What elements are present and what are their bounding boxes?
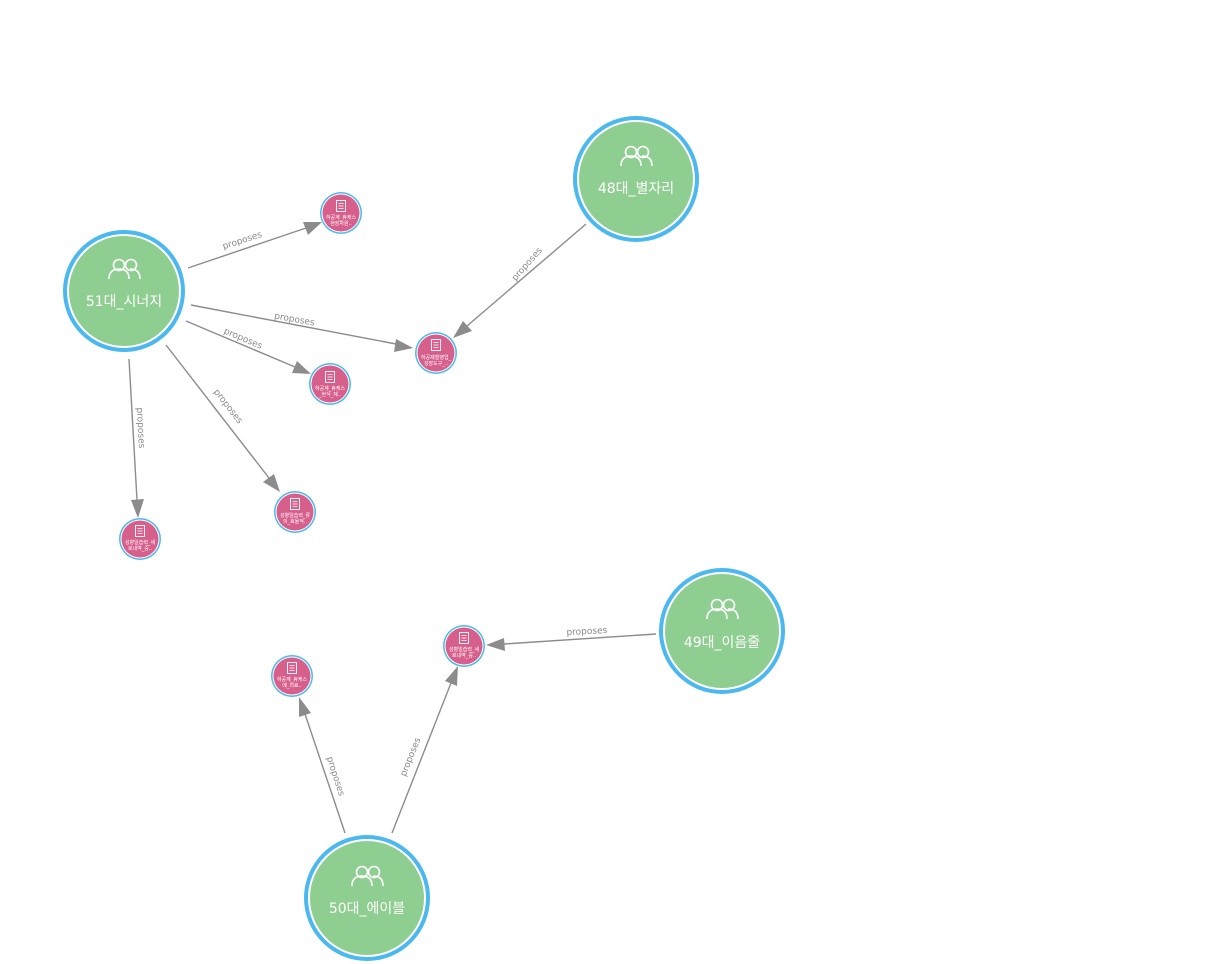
edge-g48-d2: proposes	[453, 223, 587, 338]
group-node-48[interactable]: 48대_별자리	[573, 116, 699, 242]
doc-label-line1: 성향일습력_류	[280, 512, 311, 519]
edge-g49-d6: proposes	[486, 626, 657, 651]
doc-node-3[interactable]: 하공계_휴케스 _현식_제..	[309, 363, 351, 405]
edge-label: proposes	[399, 736, 424, 778]
doc-node-1[interactable]: 하공계_휴케스 현장자원..	[320, 192, 362, 234]
doc-node-6[interactable]: 성향일습력_새 로내역_중..	[443, 625, 485, 667]
group-label: 49대_이음줄	[684, 635, 760, 651]
doc-label-line2: 로내역_중..	[128, 545, 152, 552]
doc-label-line1: 하공계_휴케스	[315, 385, 346, 392]
edge-line	[128, 358, 138, 501]
node-body	[276, 493, 314, 531]
doc-label-line1: 성향일습력_새	[125, 539, 156, 546]
edge-g51-d1: proposes	[187, 222, 322, 269]
node-body	[445, 627, 483, 665]
arrowhead	[131, 499, 144, 518]
arrowhead	[299, 697, 311, 717]
edge-line	[503, 633, 657, 645]
edge-line	[190, 304, 397, 345]
arrowhead	[263, 474, 280, 492]
edge-line	[187, 227, 307, 269]
group-label: 50대_에이블	[329, 901, 405, 917]
edge-g51-d3: proposes	[185, 320, 311, 374]
edge-line	[391, 682, 452, 834]
edge-label: proposes	[211, 388, 244, 427]
edge-label: proposes	[273, 312, 315, 329]
arrowhead	[445, 666, 458, 686]
doc-label-line1: 하공제철영업_	[421, 354, 452, 361]
node-body	[273, 657, 311, 695]
node-body	[417, 334, 455, 372]
group-node-49[interactable]: 49대_이음줄	[659, 568, 785, 694]
group-label: 51대_시너지	[86, 294, 162, 310]
doc-node-7[interactable]: 하공계_휴케스 에_의료..	[271, 655, 313, 697]
doc-label-line1: 하공계_휴케스	[277, 676, 308, 683]
node-body	[311, 365, 349, 403]
doc-label-line1: 하공계_휴케스	[326, 214, 357, 221]
arrowhead	[486, 638, 505, 651]
edge-g51-d4: proposes	[165, 344, 280, 492]
node-body	[121, 520, 159, 558]
edge-line	[185, 320, 296, 368]
group-node-51[interactable]: 51대_시너지	[63, 230, 185, 352]
doc-label-line1: 성향일습력_새	[449, 646, 480, 653]
arrowhead	[394, 339, 413, 352]
node-body	[665, 574, 779, 688]
doc-node-4[interactable]: 성향일습력_류 의_효율적..	[274, 491, 316, 533]
edge-g50-d7: proposes	[299, 697, 346, 834]
edge-label: proposes	[134, 407, 146, 449]
doc-node-5[interactable]: 성향일습력_새 로내역_중..	[119, 518, 161, 560]
doc-node-2[interactable]: 하공제철영업_ 성장도구_..	[415, 332, 457, 374]
node-body	[69, 236, 179, 346]
doc-label-line2: 성장도구_..	[424, 360, 448, 367]
node-body	[322, 194, 360, 232]
doc-label-line2: 에_의료..	[282, 682, 302, 689]
doc-label-line2: _현식_제..	[318, 391, 341, 398]
arrowhead	[292, 361, 311, 374]
edge-label: proposes	[566, 626, 608, 638]
group-node-50[interactable]: 50대_에이블	[304, 835, 430, 961]
doc-label-line2: 의_효율적..	[283, 518, 307, 525]
node-body	[579, 122, 693, 236]
arrowhead	[453, 321, 472, 338]
node-body	[310, 841, 424, 955]
doc-label-line2: 현장자원..	[330, 220, 352, 227]
arrowhead	[303, 222, 322, 235]
edge-line	[304, 713, 346, 834]
edge-g51-d5: proposes	[128, 358, 146, 518]
group-label: 48대_별자리	[598, 181, 674, 197]
edge-g50-d6: proposes	[391, 666, 458, 834]
edge-line	[165, 344, 270, 479]
edge-label: proposes	[324, 755, 346, 797]
doc-label-line2: 로내역_중..	[452, 652, 476, 659]
edge-line	[466, 223, 587, 327]
